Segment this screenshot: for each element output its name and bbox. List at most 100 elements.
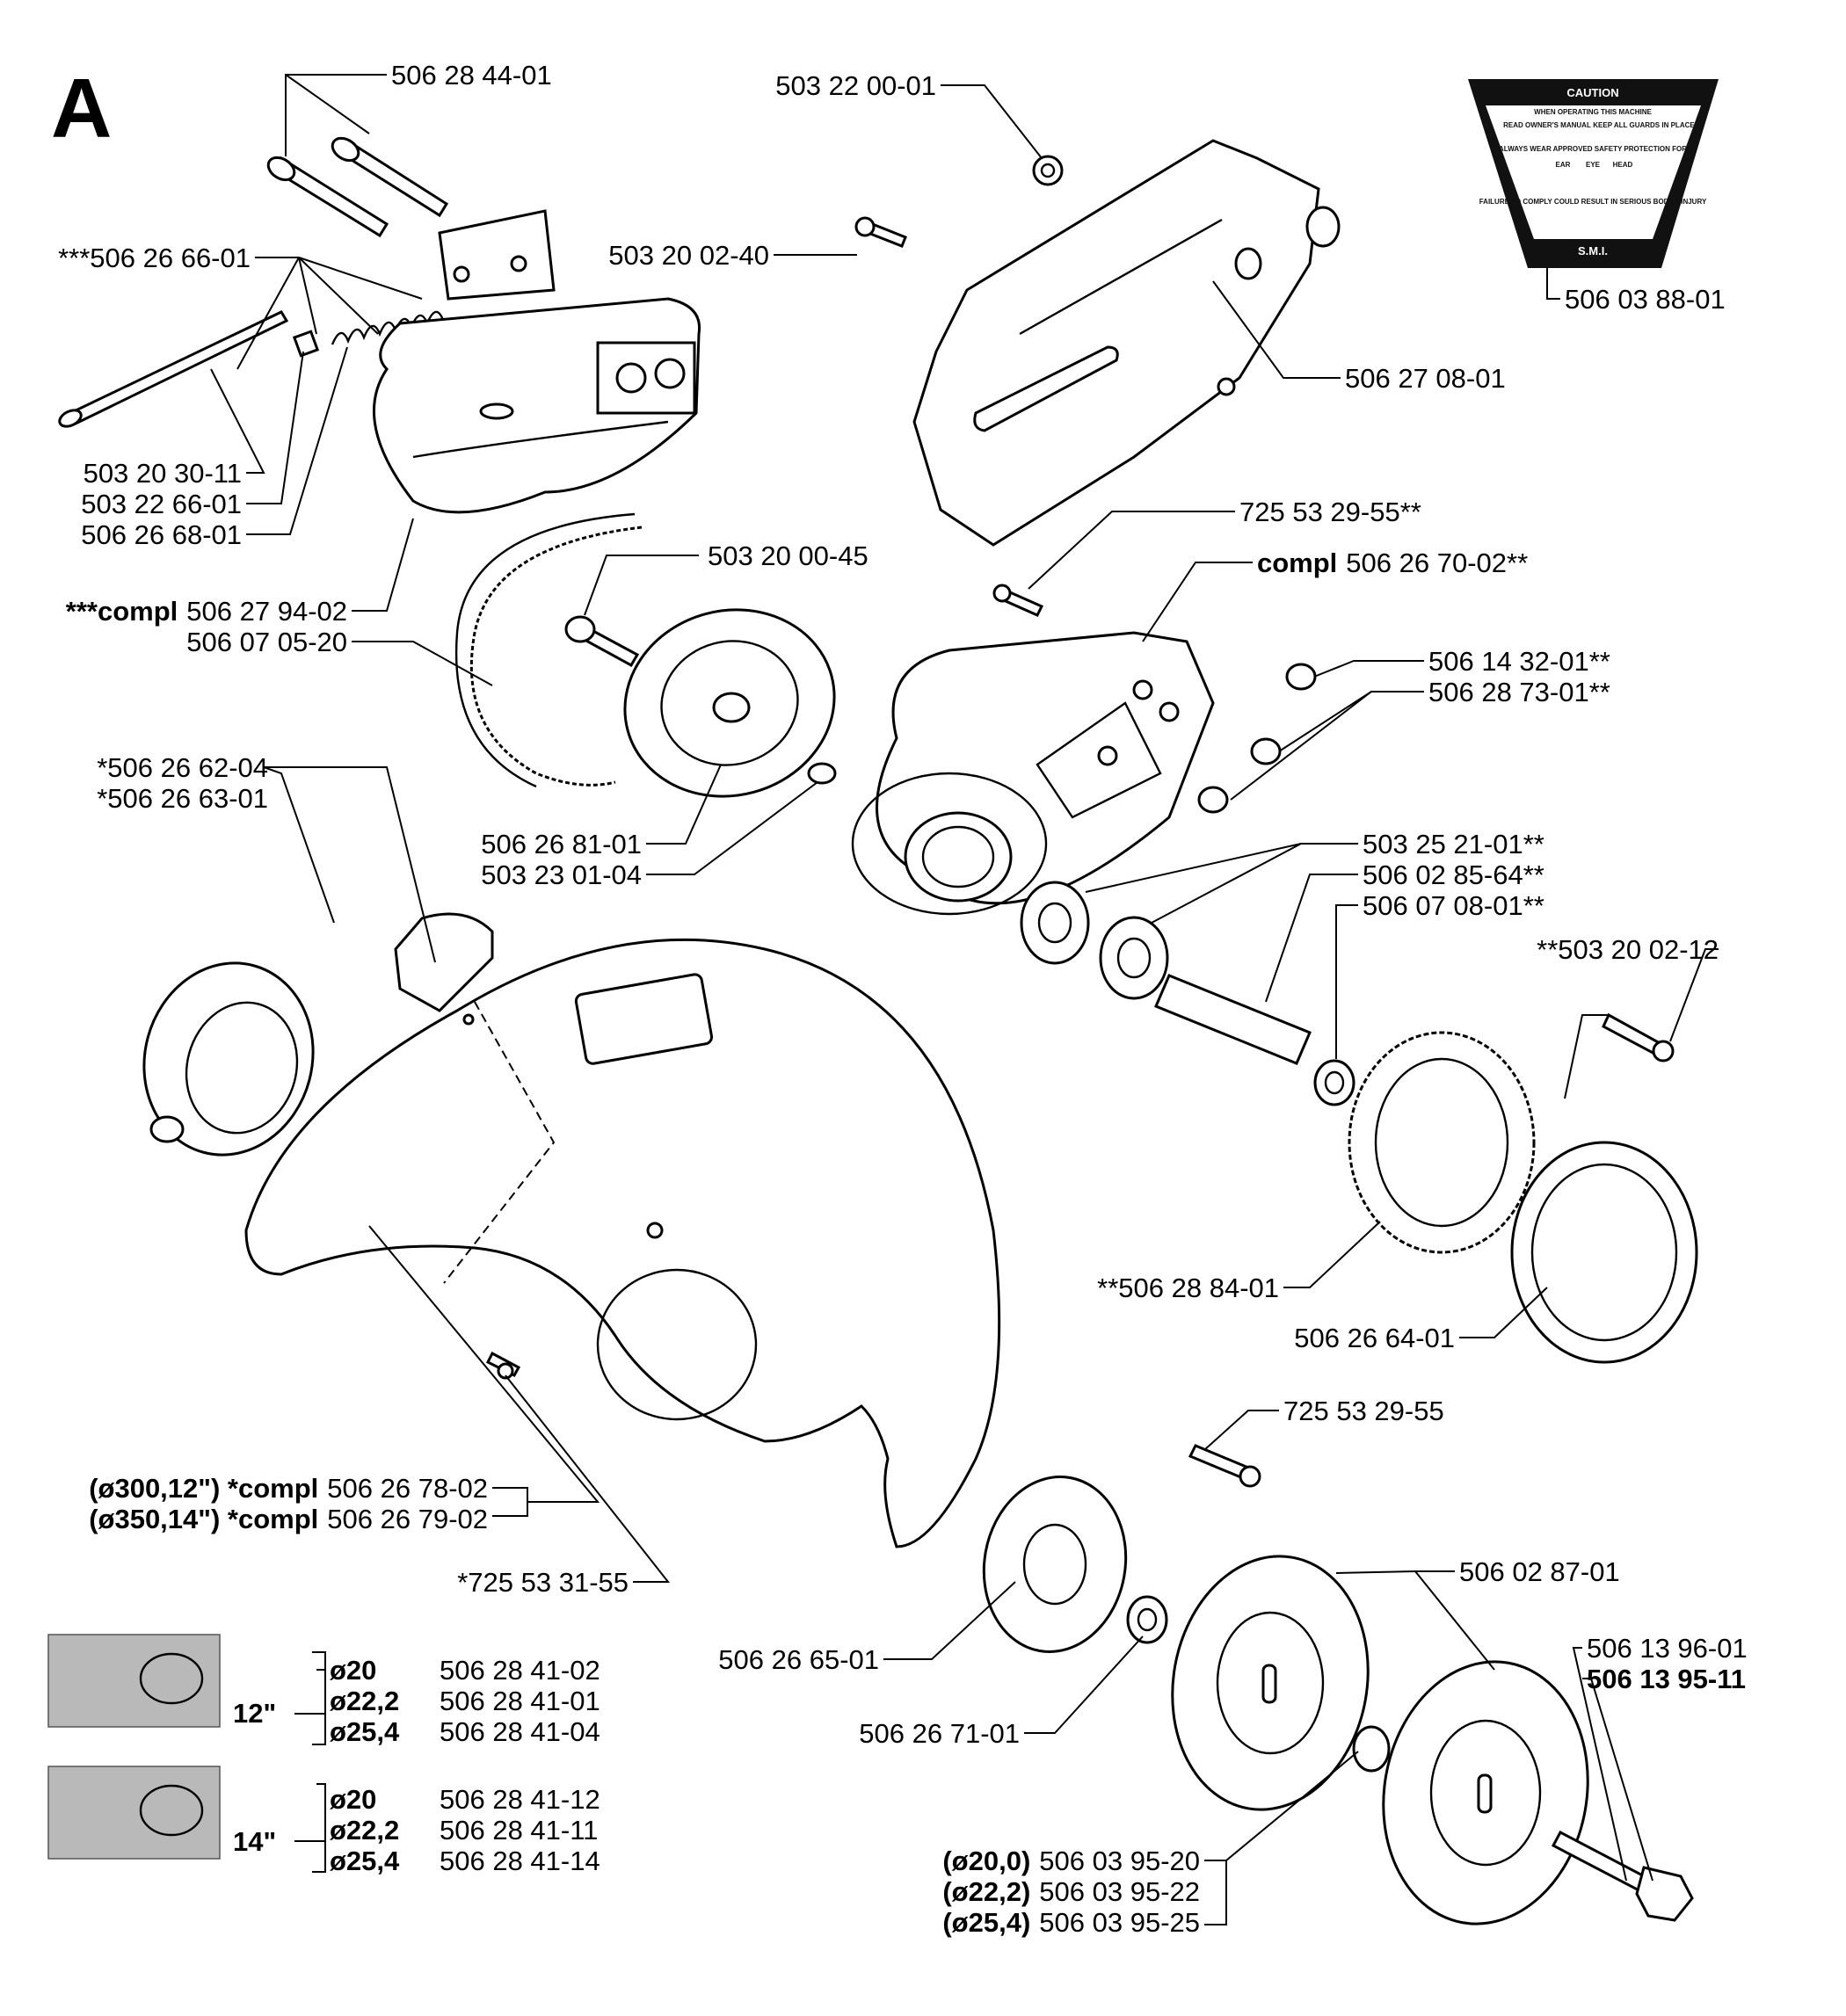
label-arm-compl-part: 506 26 70-02** bbox=[1346, 548, 1528, 578]
ring-cover bbox=[1510, 1141, 1698, 1364]
blade-size-12: 12" bbox=[233, 1698, 276, 1729]
label-guard-350-prefix: (ø350,14") *compl bbox=[89, 1504, 318, 1534]
caution-failure: FAILURE TO COMPLY COULD RESULT IN SERIOU… bbox=[1479, 198, 1707, 206]
label-screw-flange: 725 53 29-55 bbox=[1283, 1396, 1444, 1426]
label-screw-top: 503 20 02-40 bbox=[608, 240, 769, 271]
label-arm-cover: 506 27 08-01 bbox=[1345, 363, 1506, 394]
blade-12-part-1: 506 28 41-01 bbox=[440, 1686, 600, 1716]
label-blade-bolt-b: 506 13 95-11 bbox=[1587, 1664, 1746, 1694]
blade-14-dia-0: ø20 bbox=[330, 1784, 376, 1815]
blade-12-part-2: 506 28 41-04 bbox=[440, 1716, 600, 1747]
label-flange-inner: 506 26 65-01 bbox=[718, 1644, 879, 1675]
reducer-ring bbox=[1352, 1725, 1391, 1773]
blade-14-part-2: 506 28 41-14 bbox=[440, 1846, 600, 1876]
label-ring-254: (ø25,4) 506 03 95-25 bbox=[942, 1907, 1200, 1938]
top-nut bbox=[1032, 155, 1064, 186]
label-decal: 506 03 88-01 bbox=[1565, 284, 1726, 315]
leader-lines bbox=[210, 74, 1719, 1925]
label-screw-arm: 725 53 29-55** bbox=[1239, 497, 1421, 527]
label-spacer: 506 07 08-01** bbox=[1363, 890, 1544, 921]
label-screw-ring: **503 20 02-12 bbox=[1537, 934, 1719, 965]
label-ring-serrated: **506 28 84-01 bbox=[1097, 1273, 1279, 1303]
pulley-bolt bbox=[564, 615, 640, 668]
caution-keep: KEEP ALL GUARDS IN PLACE bbox=[1593, 121, 1695, 129]
label-nut-arm: 506 14 32-01** bbox=[1428, 646, 1610, 677]
label-ring-222-prefix: (ø22,2) bbox=[942, 1876, 1030, 1907]
label-belt-cover: ***compl 506 27 94-02 bbox=[66, 596, 347, 627]
blade-bolt bbox=[1551, 1830, 1694, 1922]
arm-cover bbox=[912, 139, 1341, 547]
blade-14-part-0: 506 28 41-12 bbox=[440, 1784, 600, 1815]
blade-table: 12" ø20 506 28 41-02 ø22,2 506 28 41-01 … bbox=[233, 1655, 600, 1876]
label-ring-254-part: 506 03 95-25 bbox=[1039, 1907, 1200, 1938]
blade-size-14: 14" bbox=[233, 1826, 276, 1857]
blade-14-dia-2: ø25,4 bbox=[330, 1846, 400, 1876]
label-ring-254-prefix: (ø25,4) bbox=[942, 1907, 1030, 1938]
blade-14-dia-1: ø22,2 bbox=[330, 1815, 399, 1846]
callout-labels: 506 28 44-01 ***506 26 66-01 503 20 30-1… bbox=[58, 60, 1748, 1938]
caution-ear: EAR bbox=[1556, 161, 1571, 169]
label-nut-square: 503 22 66-01 bbox=[81, 489, 242, 519]
label-ring-222: (ø22,2) 506 03 95-22 bbox=[942, 1876, 1200, 1907]
label-nut-top: 503 22 00-01 bbox=[775, 70, 936, 101]
blade-14-part-1: 506 28 41-11 bbox=[440, 1815, 598, 1846]
label-long-screw: 503 20 30-11 bbox=[84, 458, 242, 489]
blade-12-part-0: 506 28 41-02 bbox=[440, 1655, 600, 1686]
label-ring-20: (ø20,0)506 03 95-20 bbox=[942, 1846, 1200, 1876]
bolts-top bbox=[266, 136, 449, 238]
label-pulley-bolt: 503 20 00-45 bbox=[708, 540, 868, 571]
label-ring-222-part: 506 03 95-22 bbox=[1039, 1876, 1200, 1907]
belt-cover bbox=[372, 209, 701, 514]
label-arm-compl-prefix: compl bbox=[1257, 548, 1337, 578]
label-spring: 506 26 68-01 bbox=[81, 519, 242, 550]
label-bearing: 503 25 21-01** bbox=[1363, 829, 1544, 859]
label-handle-b: *506 26 63-01 bbox=[97, 783, 268, 814]
caution-eye: EYE bbox=[1586, 161, 1601, 169]
caution-title: CAUTION bbox=[1566, 86, 1618, 99]
bearings bbox=[1020, 881, 1169, 1000]
blade-12-dia-0: ø20 bbox=[330, 1655, 376, 1686]
label-ring-cover: 506 26 64-01 bbox=[1294, 1323, 1455, 1353]
blade-12-dia-1: ø22,2 bbox=[330, 1686, 399, 1716]
label-guard-300-part: 506 26 78-02 bbox=[327, 1473, 488, 1504]
blade-12-dia-2: ø25,4 bbox=[330, 1716, 400, 1747]
label-spindle: 506 02 85-64** bbox=[1363, 859, 1544, 890]
handle bbox=[394, 912, 494, 1012]
label-blade-bolt-a: 506 13 96-01 bbox=[1587, 1633, 1748, 1664]
spindle bbox=[1154, 974, 1312, 1065]
bushing bbox=[1126, 1595, 1168, 1644]
outer-flange bbox=[1171, 1555, 1370, 1811]
caution-line1: WHEN OPERATING THIS MACHINE bbox=[1534, 108, 1652, 116]
label-guard-350-part: 506 26 79-02 bbox=[327, 1504, 488, 1534]
label-flange-outer: 506 02 87-01 bbox=[1459, 1556, 1620, 1587]
ring-screw bbox=[1602, 1012, 1675, 1062]
arm-assembly bbox=[851, 631, 1215, 916]
blade-decal-12-image bbox=[47, 1634, 221, 1728]
serrated-ring bbox=[1348, 1031, 1536, 1254]
outer-flange-2 bbox=[1382, 1660, 1589, 1925]
arm-nuts bbox=[1197, 663, 1317, 814]
caution-decal: CAUTION WHEN OPERATING THIS MACHINE READ… bbox=[1468, 79, 1719, 268]
blade-decal-14-image bbox=[47, 1766, 221, 1860]
label-belt: 506 07 05-20 bbox=[186, 627, 347, 657]
blade-guard bbox=[244, 938, 1001, 1548]
label-ring-20-part: 506 03 95-20 bbox=[1039, 1846, 1200, 1876]
label-guard-screw: *725 53 31-55 bbox=[457, 1567, 629, 1598]
top-screw bbox=[854, 216, 907, 248]
label-bolt-top: 506 28 44-01 bbox=[391, 60, 552, 91]
label-pulley: 506 26 81-01 bbox=[481, 829, 642, 859]
label-belt-cover-prefix: ***compl bbox=[66, 596, 178, 627]
pulley bbox=[623, 608, 837, 798]
label-belt-cover-part: 506 27 94-02 bbox=[186, 596, 347, 627]
caution-read: READ OWNER'S MANUAL bbox=[1503, 121, 1591, 129]
label-bushing: 506 26 71-01 bbox=[859, 1718, 1020, 1749]
caution-head: HEAD bbox=[1613, 161, 1633, 169]
label-cover-screw-kit: ***506 26 66-01 bbox=[58, 243, 251, 273]
caution-brand: S.M.I. bbox=[1578, 244, 1608, 257]
label-guard-350: (ø350,14") *compl 506 26 79-02 bbox=[89, 1504, 488, 1534]
label-stud-arm: 506 28 73-01** bbox=[1428, 677, 1610, 707]
inner-flange bbox=[982, 1476, 1128, 1653]
